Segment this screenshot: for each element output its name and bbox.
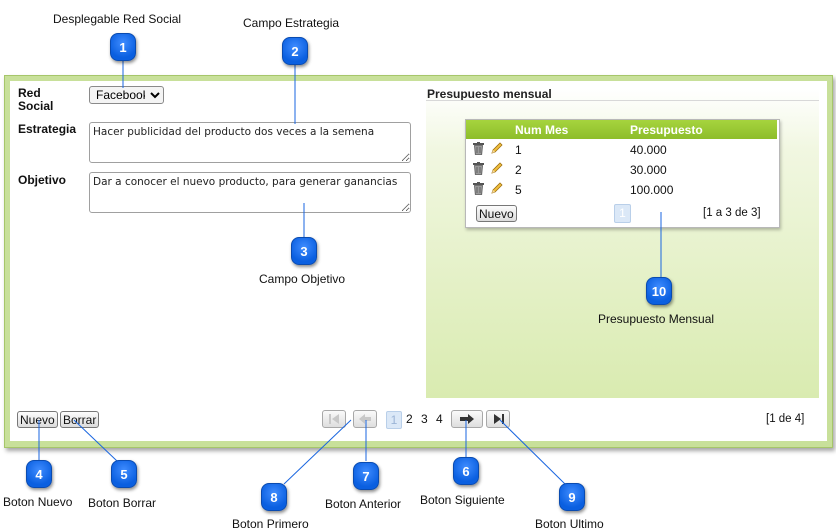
callout-1-label: Desplegable Red Social <box>53 12 182 26</box>
grid-header: Num Mes Presupuesto <box>466 120 777 139</box>
row-presupuesto: 100.000 <box>630 183 674 197</box>
callout-3-label: Campo Objetivo <box>259 272 346 286</box>
page-link-current[interactable]: 1 <box>386 411 402 429</box>
grid-range-label: [1 a 3 de 3] <box>703 207 761 219</box>
callout-7: 7 <box>353 462 379 490</box>
pencil-icon[interactable] <box>490 162 503 175</box>
next-page-button[interactable] <box>451 410 483 428</box>
last-page-icon <box>494 414 504 424</box>
record-counter: [1 de 4] <box>766 413 805 425</box>
red-social-select[interactable]: Facebook <box>89 86 164 104</box>
callout-5-label: Boton Borrar <box>88 496 157 510</box>
presupuesto-title: Presupuesto mensual <box>427 87 552 101</box>
estrategia-field[interactable]: Hacer publicidad del producto dos veces … <box>89 122 411 163</box>
callout-2: 2 <box>282 37 308 65</box>
row-num-mes: 1 <box>515 143 522 157</box>
callout-9-label: Boton Ultimo <box>535 517 604 531</box>
callout-1: 1 <box>110 33 136 61</box>
arrow-right-icon <box>460 414 474 424</box>
callout-8-label: Boton Primero <box>232 517 309 531</box>
page-link[interactable]: 3 <box>421 412 428 426</box>
nuevo-button[interactable]: Nuevo <box>17 411 58 428</box>
borrar-button[interactable]: Borrar <box>60 411 100 428</box>
callout-9: 9 <box>559 483 585 511</box>
row-presupuesto: 30.000 <box>630 163 667 177</box>
first-page-icon <box>329 414 339 424</box>
page-link[interactable]: 2 <box>406 412 413 426</box>
row-num-mes: 5 <box>515 183 522 197</box>
objetivo-field[interactable]: Dar a conocer el nuevo producto, para ge… <box>89 172 411 213</box>
callout-4: 4 <box>26 460 52 488</box>
presupuesto-divider <box>426 100 819 101</box>
row-num-mes: 2 <box>515 163 522 177</box>
table-row: 2 30.000 <box>466 160 777 180</box>
trash-icon[interactable] <box>473 162 484 175</box>
grid-nuevo-button[interactable]: Nuevo <box>476 205 517 222</box>
callout-5: 5 <box>111 460 137 488</box>
red-social-label: Red Social <box>18 86 54 113</box>
callout-6-label: Boton Siguiente <box>420 493 505 507</box>
page-link[interactable]: 4 <box>436 412 443 426</box>
callout-4-label: Boton Nuevo <box>3 495 73 509</box>
trash-icon[interactable] <box>473 182 484 195</box>
estrategia-label: Estrategia <box>18 122 77 136</box>
arrow-left-icon <box>359 414 371 424</box>
grid-page-current[interactable]: 1 <box>614 204 631 223</box>
callout-8: 8 <box>261 483 287 511</box>
col-presupuesto[interactable]: Presupuesto <box>630 123 703 137</box>
row-presupuesto: 40.000 <box>630 143 667 157</box>
col-num-mes[interactable]: Num Mes <box>515 123 569 137</box>
first-page-button[interactable] <box>322 410 346 428</box>
callout-10: 10 <box>646 277 672 305</box>
objetivo-label: Objetivo <box>18 173 67 187</box>
callout-7-label: Boton Anterior <box>325 497 402 511</box>
trash-icon[interactable] <box>473 142 484 155</box>
callout-6: 6 <box>453 457 479 485</box>
table-row: 1 40.000 <box>466 140 777 160</box>
callout-2-label: Campo Estrategia <box>243 16 340 30</box>
pencil-icon[interactable] <box>490 182 503 195</box>
pencil-icon[interactable] <box>490 142 503 155</box>
callout-3: 3 <box>291 237 317 265</box>
callout-10-label: Presupuesto Mensual <box>598 312 715 326</box>
previous-page-button[interactable] <box>353 410 377 428</box>
table-row: 5 100.000 <box>466 180 777 200</box>
